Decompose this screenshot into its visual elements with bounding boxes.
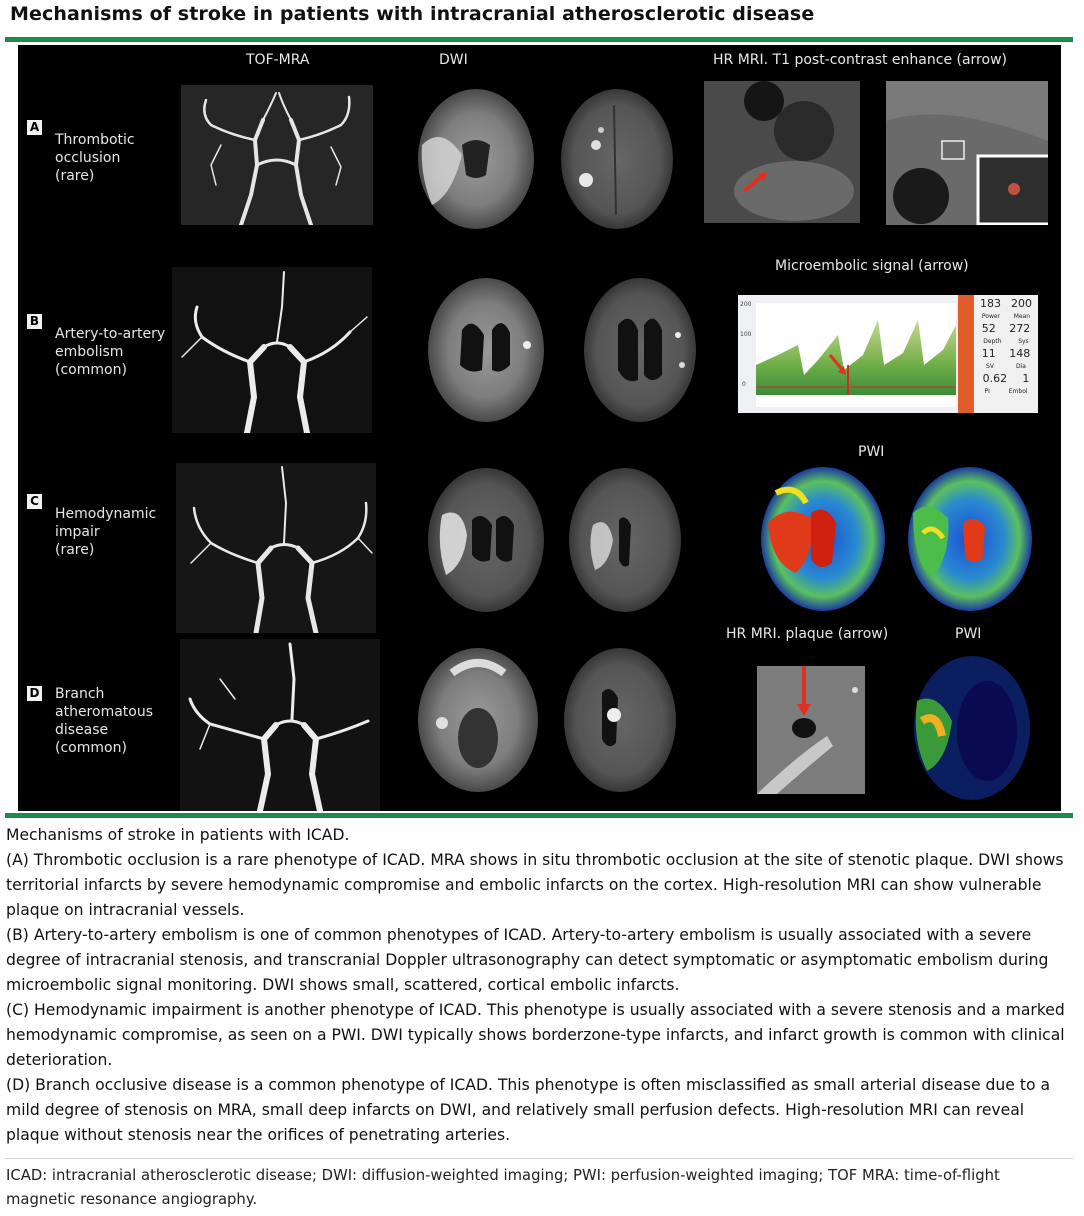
doppler-readout-label-row: SV Dia [975,362,1037,371]
caption-b: (B) Artery-to-artery embolism is one of … [6,926,1049,994]
doppler-readout-cell: Power [981,313,1001,320]
doppler-readout-value-row: 11 148 [975,346,1037,362]
doppler-tick-0: 0 [742,381,746,388]
dwi-image-c1 [422,465,550,615]
dwi-image-b1 [422,275,550,425]
dwi-image-d2 [558,643,682,797]
doppler-readout-cell: Embol [1008,388,1028,395]
figure-caption: Mechanisms of stroke in patients with IC… [6,823,1076,1148]
doppler-readout-cell: 11 [981,347,996,360]
doppler-readout-cell: Mean [1013,313,1031,320]
header-dwi: DWI [439,52,468,68]
mra-image-c [176,463,376,633]
caption-d: (D) Branch occlusive disease is a common… [6,1076,1051,1144]
doppler-readout-cell: 52 [981,322,996,335]
doppler-readout-cell: 1 [1022,372,1030,385]
doppler-readout-cell: 183 [980,297,1001,310]
figure-rule [5,813,1073,818]
caption-a: (A) Thrombotic occlusion is a rare pheno… [6,851,1064,919]
footnote-rule [5,1158,1073,1159]
caption-c: (C) Hemodynamic impairment is another ph… [6,1001,1065,1069]
doppler-readout-cell: PI [984,388,990,395]
doppler-readout-cell: SV [986,363,994,370]
mra-image-b [172,267,372,433]
doppler-readout-label-row: Power Mean [975,312,1037,321]
dwi-image-d1 [412,643,544,797]
pwi-image-c1 [756,463,890,615]
doppler-readout-cell: 0.62 [982,372,1008,385]
abbreviations-footnote: ICAD: intracranial atherosclerotic disea… [6,1167,1000,1208]
dwi-image-a2 [556,85,678,233]
figure-panel: TOF-MRA DWI HR MRI. T1 post-contrast enh… [18,45,1061,811]
doppler-readout-cell: Sys [1018,338,1029,345]
doppler-readout-cell: Dia [1015,363,1026,370]
pwi-image-c2 [903,463,1037,615]
header-microembolic: Microembolic signal (arrow) [775,258,969,274]
mra-image-a [181,85,373,225]
doppler-readout-label-row: PI Embol [975,387,1037,396]
title-rule [5,37,1073,42]
doppler-tick-200: 200 [740,301,752,308]
doppler-tick-100: 100 [740,331,752,338]
hr-mri-image-d [757,666,865,794]
mra-image-d [180,639,380,811]
header-pwi-c: PWI [858,444,885,460]
header-hr-mri: HR MRI. T1 post-contrast enhance (arrow) [713,52,1007,68]
doppler-readout-value-row: 52 272 [975,321,1037,337]
row-letter-d: D [27,686,42,701]
doppler-readout-label-row: Depth Sys [975,337,1037,346]
header-tof-mra: TOF-MRA [246,52,310,68]
row-letter-c: C [27,494,42,509]
row-letter-a: A [27,120,42,135]
doppler-readout-cell: 200 [1011,297,1032,310]
caption-intro: Mechanisms of stroke in patients with IC… [6,826,350,844]
hr-mri-image-a1 [704,81,860,223]
dwi-image-b2 [578,275,702,425]
doppler-readout-cell: 272 [1009,322,1031,335]
pwi-image-d [907,651,1037,805]
header-pwi-d: PWI [955,626,982,642]
doppler-readout-value-row: 0.62 1 [975,371,1037,387]
dwi-image-a1 [412,85,540,233]
doppler-readout-cell: 148 [1009,347,1031,360]
page-title: Mechanisms of stroke in patients with in… [10,3,815,25]
hr-mri-image-a2 [886,81,1048,225]
doppler-readout-value-row: 183 200 [975,296,1037,312]
dwi-image-c2 [563,465,687,615]
doppler-readout-cell: Depth [983,338,1002,345]
row-letter-b: B [27,314,42,329]
header-hr-mri-plaque: HR MRI. plaque (arrow) [726,626,889,642]
